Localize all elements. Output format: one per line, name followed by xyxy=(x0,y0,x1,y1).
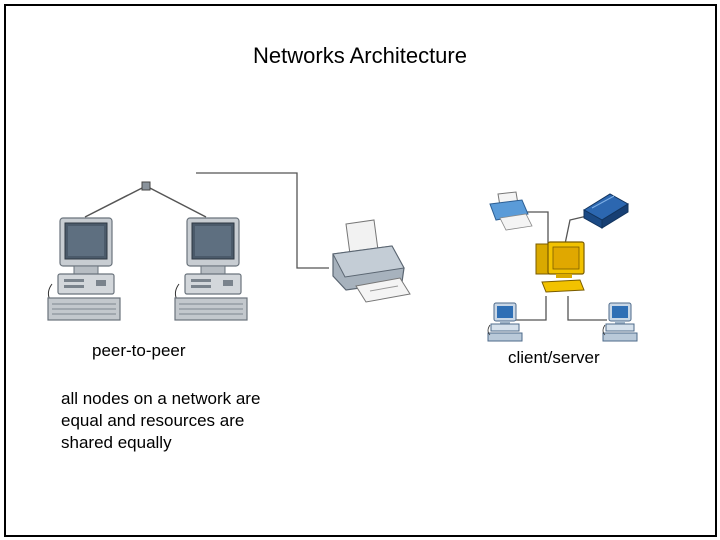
slide-frame xyxy=(4,4,717,537)
pc-icon xyxy=(174,217,248,321)
pc-icon xyxy=(47,217,121,321)
cs-links xyxy=(507,211,607,321)
description-line: equal and resources are xyxy=(61,411,245,430)
slide-title: Networks Architecture xyxy=(253,43,467,68)
hub-icon xyxy=(141,181,151,191)
description-line: all nodes on a network are xyxy=(61,389,261,408)
client-server-label: client/server xyxy=(508,348,600,367)
server-icon xyxy=(535,241,585,293)
p2p-links xyxy=(84,185,207,218)
description-line: shared equally xyxy=(61,433,172,452)
peer-to-peer-label: peer-to-peer xyxy=(92,341,186,360)
printer-icon xyxy=(332,219,411,303)
printer-icon xyxy=(489,191,533,231)
peer-to-peer-description: all nodes on a network are equal and res… xyxy=(61,388,321,454)
scanner-icon xyxy=(583,193,629,229)
printer-cable xyxy=(196,172,329,269)
pc-icon xyxy=(602,302,638,342)
pc-icon xyxy=(487,302,523,342)
